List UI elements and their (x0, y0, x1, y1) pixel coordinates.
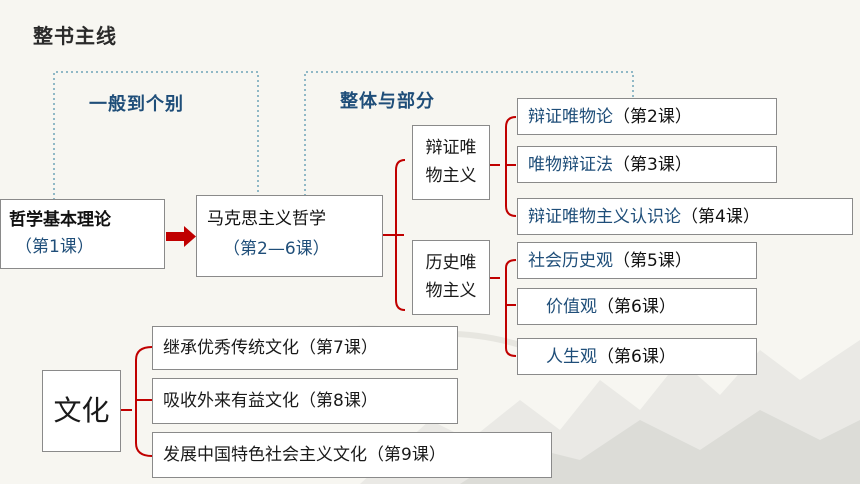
bracket-culture (121, 346, 153, 457)
item-values: 价值观（第6课） (517, 288, 757, 325)
item-develop-socialist-culture: 发展中国特色社会主义文化（第9课） (152, 432, 552, 478)
item-absorb-foreign: 吸收外来有益文化（第8课） (152, 378, 458, 424)
item-name: 辩证唯物论 (528, 107, 613, 127)
foundation-lesson: （第1课） (15, 237, 94, 257)
item-outlook-on-life: 人生观（第6课） (517, 338, 757, 375)
item-lesson: （第8课） (299, 391, 378, 411)
item-name: 人生观 (546, 347, 597, 367)
dotted-outline-right (304, 71, 634, 196)
item-materialist-dialectics: 唯物辩证法（第3课） (517, 146, 777, 183)
item-lesson: （第3课） (613, 155, 692, 175)
dialectical-line2: 物主义 (425, 166, 477, 186)
foundation-box: 哲学基本理论 （第1课） (0, 199, 165, 269)
item-lesson: （第5课） (613, 251, 692, 271)
historical-line1: 历史唯 (425, 253, 477, 273)
item-name: 吸收外来有益文化 (163, 391, 299, 411)
dialectical-materialism-box: 辩证唯 物主义 (412, 125, 490, 200)
arrow-icon (166, 226, 196, 247)
page-title: 整书主线 (33, 24, 117, 48)
dotted-outline-left (53, 71, 259, 200)
item-name: 社会历史观 (528, 251, 613, 271)
item-name: 发展中国特色社会主义文化 (163, 445, 367, 465)
foundation-name: 哲学基本理论 (9, 210, 111, 230)
item-inherit-tradition: 继承优秀传统文化（第7课） (152, 326, 458, 370)
item-social-history-view: 社会历史观（第5课） (517, 242, 757, 279)
item-lesson: （第4课） (681, 207, 760, 227)
bracket-historical (490, 259, 517, 357)
item-lesson: （第6课） (597, 347, 676, 367)
dialectical-line1: 辩证唯 (425, 138, 477, 158)
item-epistemology: 辩证唯物主义认识论（第4课） (517, 198, 853, 235)
item-name: 继承优秀传统文化 (163, 338, 299, 358)
historical-line2: 物主义 (425, 281, 477, 301)
historical-materialism-box: 历史唯 物主义 (412, 240, 490, 315)
marxism-box: 马克思主义哲学 （第2—6课） (196, 195, 383, 277)
item-name: 价值观 (546, 297, 597, 317)
marxism-lesson: （第2—6课） (223, 239, 330, 259)
bracket-dialectical (490, 116, 517, 217)
marxism-name: 马克思主义哲学 (207, 209, 326, 229)
group-label-general-to-particular: 一般到个别 (89, 94, 184, 115)
item-name: 辩证唯物主义认识论 (528, 207, 681, 227)
item-lesson: （第2课） (613, 107, 692, 127)
item-lesson: （第9课） (367, 445, 446, 465)
culture-box: 文化 (42, 370, 121, 452)
item-name: 唯物辩证法 (528, 155, 613, 175)
item-lesson: （第7课） (299, 338, 378, 358)
item-dialectical-materialism-theory: 辩证唯物论（第2课） (517, 98, 777, 135)
bracket-main (383, 159, 406, 311)
group-label-whole-and-part: 整体与部分 (340, 91, 435, 112)
item-lesson: （第6课） (597, 297, 676, 317)
